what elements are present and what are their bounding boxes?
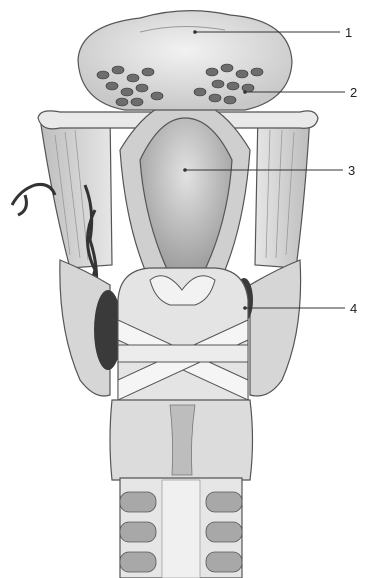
callout-label-2: 2: [350, 85, 357, 100]
arytenoid-muscles: [118, 268, 248, 405]
callout-label-1: 1: [345, 25, 352, 40]
tongue-base: [78, 11, 292, 110]
callout-label-4: 4: [350, 301, 357, 316]
callout-label-3: 3: [348, 163, 355, 178]
trachea: [120, 478, 242, 578]
